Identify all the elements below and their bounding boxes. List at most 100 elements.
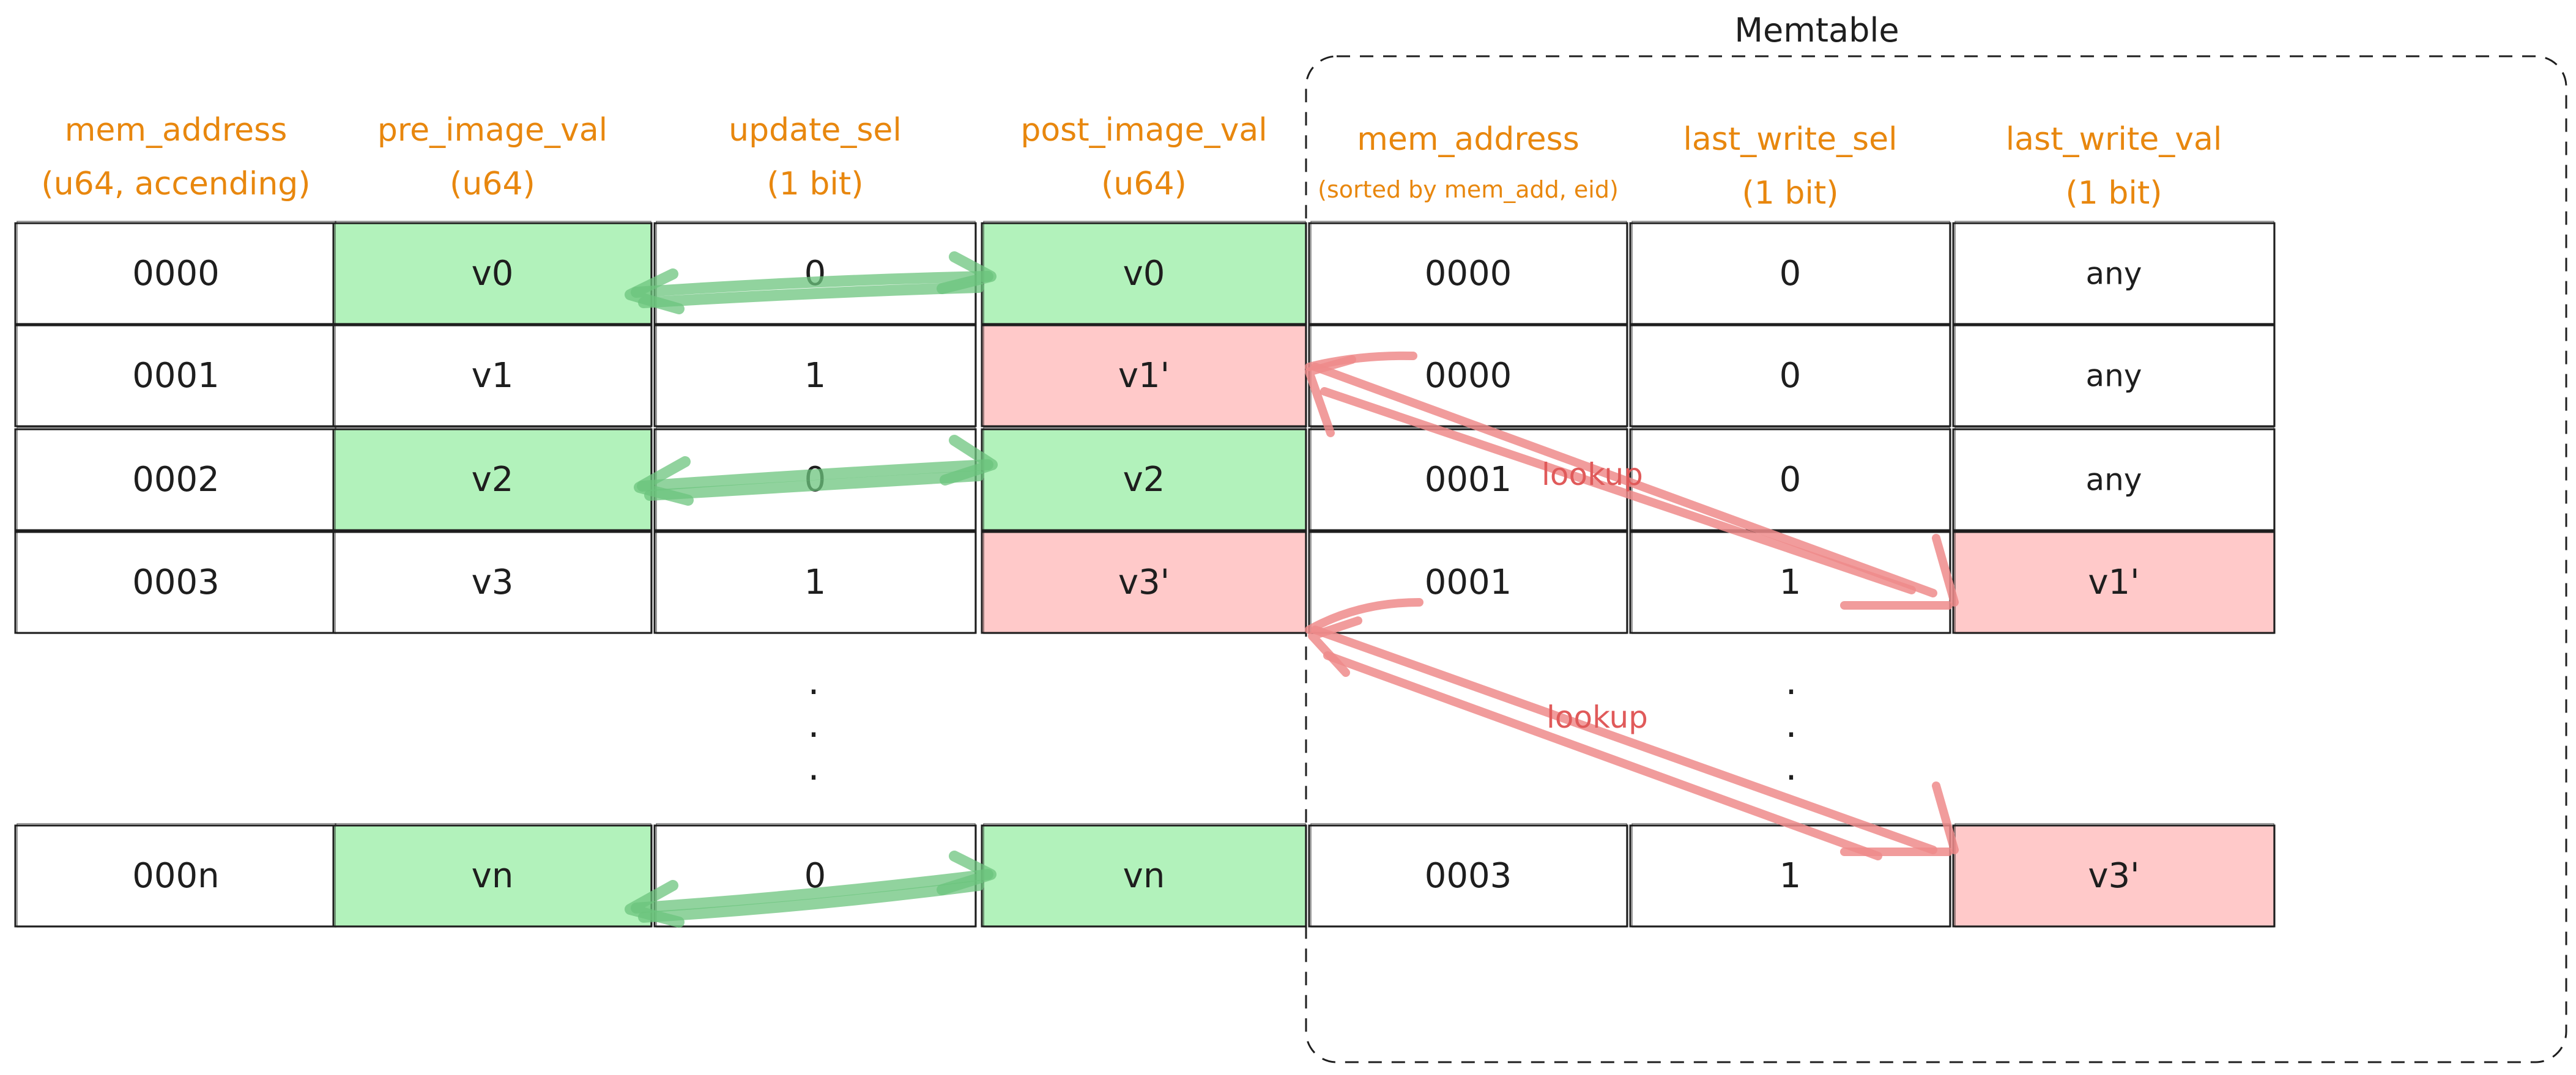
table-cell-box bbox=[1308, 222, 1628, 325]
table-cell-value: 1 bbox=[1780, 563, 1802, 602]
table-cell-box bbox=[1629, 824, 1951, 928]
column-header-subtitle: (1 bit) bbox=[766, 166, 863, 202]
column-header-title: pre_image_val bbox=[377, 112, 607, 149]
table-cell-value: vn bbox=[1123, 856, 1165, 896]
table-cell-value: 0001 bbox=[1425, 563, 1512, 602]
table-cell-value: 0001 bbox=[1425, 460, 1512, 500]
table-cell-box bbox=[653, 324, 977, 427]
table-cell-sketch-outline bbox=[1954, 823, 2274, 928]
equality-arrow-row-4 bbox=[625, 851, 997, 928]
equality-arrow-row-2 bbox=[634, 435, 998, 506]
table-cell-sketch-outline bbox=[1954, 323, 2274, 427]
table-cell-value: v0 bbox=[472, 254, 514, 294]
table-cell-box bbox=[1629, 324, 1951, 427]
table-cell-value: v1' bbox=[2088, 563, 2139, 602]
table-cell-value: 1 bbox=[804, 356, 826, 396]
ellipsis-right: . . . bbox=[1785, 660, 1797, 789]
column-header-subtitle: (1 bit) bbox=[2065, 175, 2162, 212]
ellipsis-dot: . bbox=[807, 703, 819, 746]
column-header-subtitle: (1 bit) bbox=[1742, 175, 1838, 212]
table-cell-sketch-outline bbox=[1631, 323, 1950, 427]
column-header-subtitle: (u64) bbox=[1101, 166, 1187, 202]
table-cell-value: v3' bbox=[2088, 856, 2139, 896]
equality-arrow-row-0 bbox=[625, 251, 997, 314]
table-cell-box bbox=[1308, 531, 1628, 634]
table-cell-sketch-outline bbox=[983, 530, 1306, 634]
table-cell-box bbox=[332, 428, 653, 531]
column-header-subtitle: (sorted by mem_add, eid) bbox=[1318, 176, 1619, 203]
lookup-label-2: lookup bbox=[1546, 700, 1648, 735]
ellipsis-dot: . bbox=[1785, 703, 1797, 746]
column-header-subtitle: (u64) bbox=[450, 166, 535, 202]
green-arrows bbox=[625, 251, 998, 928]
table-cell-box bbox=[332, 531, 653, 634]
table-cell-value: 0 bbox=[1780, 356, 1802, 396]
column-header-subtitle: (u64, accending) bbox=[41, 166, 310, 202]
table-cell-value: v3' bbox=[1118, 563, 1170, 602]
table-cell-sketch-outline bbox=[1954, 530, 2274, 634]
column-header-title: last_write_sel bbox=[1683, 121, 1897, 158]
lookup-arrow-1 bbox=[1305, 351, 1959, 610]
ellipsis-dot: . bbox=[1785, 746, 1797, 789]
ellipsis-dot: . bbox=[1785, 660, 1797, 703]
table-cell-box bbox=[1629, 222, 1951, 325]
table-cell-box bbox=[1952, 222, 2276, 325]
red-arrows bbox=[1305, 351, 1959, 860]
table-cell-box bbox=[1952, 824, 2276, 928]
column-header-title: last_write_val bbox=[2006, 121, 2222, 158]
table-cell-value: vn bbox=[472, 856, 514, 896]
ellipsis-left: . . . bbox=[807, 660, 819, 789]
column-header-title: mem_address bbox=[65, 112, 288, 149]
column-header-title: mem_address bbox=[1357, 121, 1579, 158]
table-cell-value: 0003 bbox=[132, 563, 220, 602]
table-cell-box bbox=[1952, 428, 2276, 531]
table-cell-box bbox=[332, 824, 653, 928]
table-cell-value: 0 bbox=[1780, 460, 1802, 500]
table-cell-sketch-outline bbox=[656, 323, 976, 427]
table-cell-value: v2 bbox=[472, 460, 514, 500]
table-cell-box bbox=[653, 531, 977, 634]
table-cell-sketch-outline bbox=[335, 323, 651, 427]
table-cell-box bbox=[981, 428, 1307, 531]
table-cell-value: v0 bbox=[1123, 254, 1165, 294]
table-cell-box bbox=[14, 222, 338, 325]
table-cell-sketch-outline bbox=[1310, 530, 1627, 634]
table-cell-value: 0003 bbox=[1425, 856, 1512, 896]
table-cell-sketch-outline bbox=[1310, 823, 1627, 928]
table-cell-box bbox=[332, 324, 653, 427]
table-cell-value: 000n bbox=[132, 856, 219, 896]
table-cell-value: v3 bbox=[472, 563, 514, 602]
memtable-title: Memtable bbox=[1734, 11, 1899, 50]
table-cell-sketch-outline bbox=[656, 530, 976, 634]
table-cell-box bbox=[1952, 531, 2276, 634]
column-header-title: update_sel bbox=[729, 112, 902, 149]
lookup-label-1: lookup bbox=[1542, 457, 1643, 492]
table-cell-box bbox=[981, 222, 1307, 325]
table-cell-box bbox=[1308, 824, 1628, 928]
table-cell-sketch-outline bbox=[983, 427, 1306, 531]
table-cell-value: v2 bbox=[1123, 460, 1165, 500]
table-cell-box bbox=[981, 324, 1307, 427]
table-cell-value: 0002 bbox=[132, 460, 220, 500]
table-cell-value: any bbox=[2086, 256, 2142, 292]
ellipsis-dot: . bbox=[807, 746, 819, 789]
table-cell-value: v1 bbox=[472, 356, 514, 396]
table-cell-box bbox=[1952, 324, 2276, 427]
table-cell-value: v1' bbox=[1118, 356, 1170, 396]
table-cell-box bbox=[981, 531, 1307, 634]
table-cell-value: 0001 bbox=[132, 356, 220, 396]
table-cell-box bbox=[981, 824, 1307, 928]
table-cell-sketch-outline bbox=[983, 323, 1306, 427]
table-cell-sketch-outline bbox=[1954, 427, 2274, 531]
column-headers: mem_address (u64, accending) pre_image_val… bbox=[41, 112, 2222, 212]
table-cell-value: 0000 bbox=[1425, 356, 1512, 396]
table-cell-value: 1 bbox=[804, 563, 826, 602]
table-cell-sketch-outline bbox=[335, 530, 651, 634]
table-cell-box bbox=[14, 824, 338, 928]
table-cell-value: 0000 bbox=[132, 254, 220, 294]
column-header-title: post_image_val bbox=[1020, 112, 1267, 149]
table-cell-value: 0 bbox=[1780, 254, 1802, 294]
lookup-arrow-2 bbox=[1305, 598, 1959, 860]
